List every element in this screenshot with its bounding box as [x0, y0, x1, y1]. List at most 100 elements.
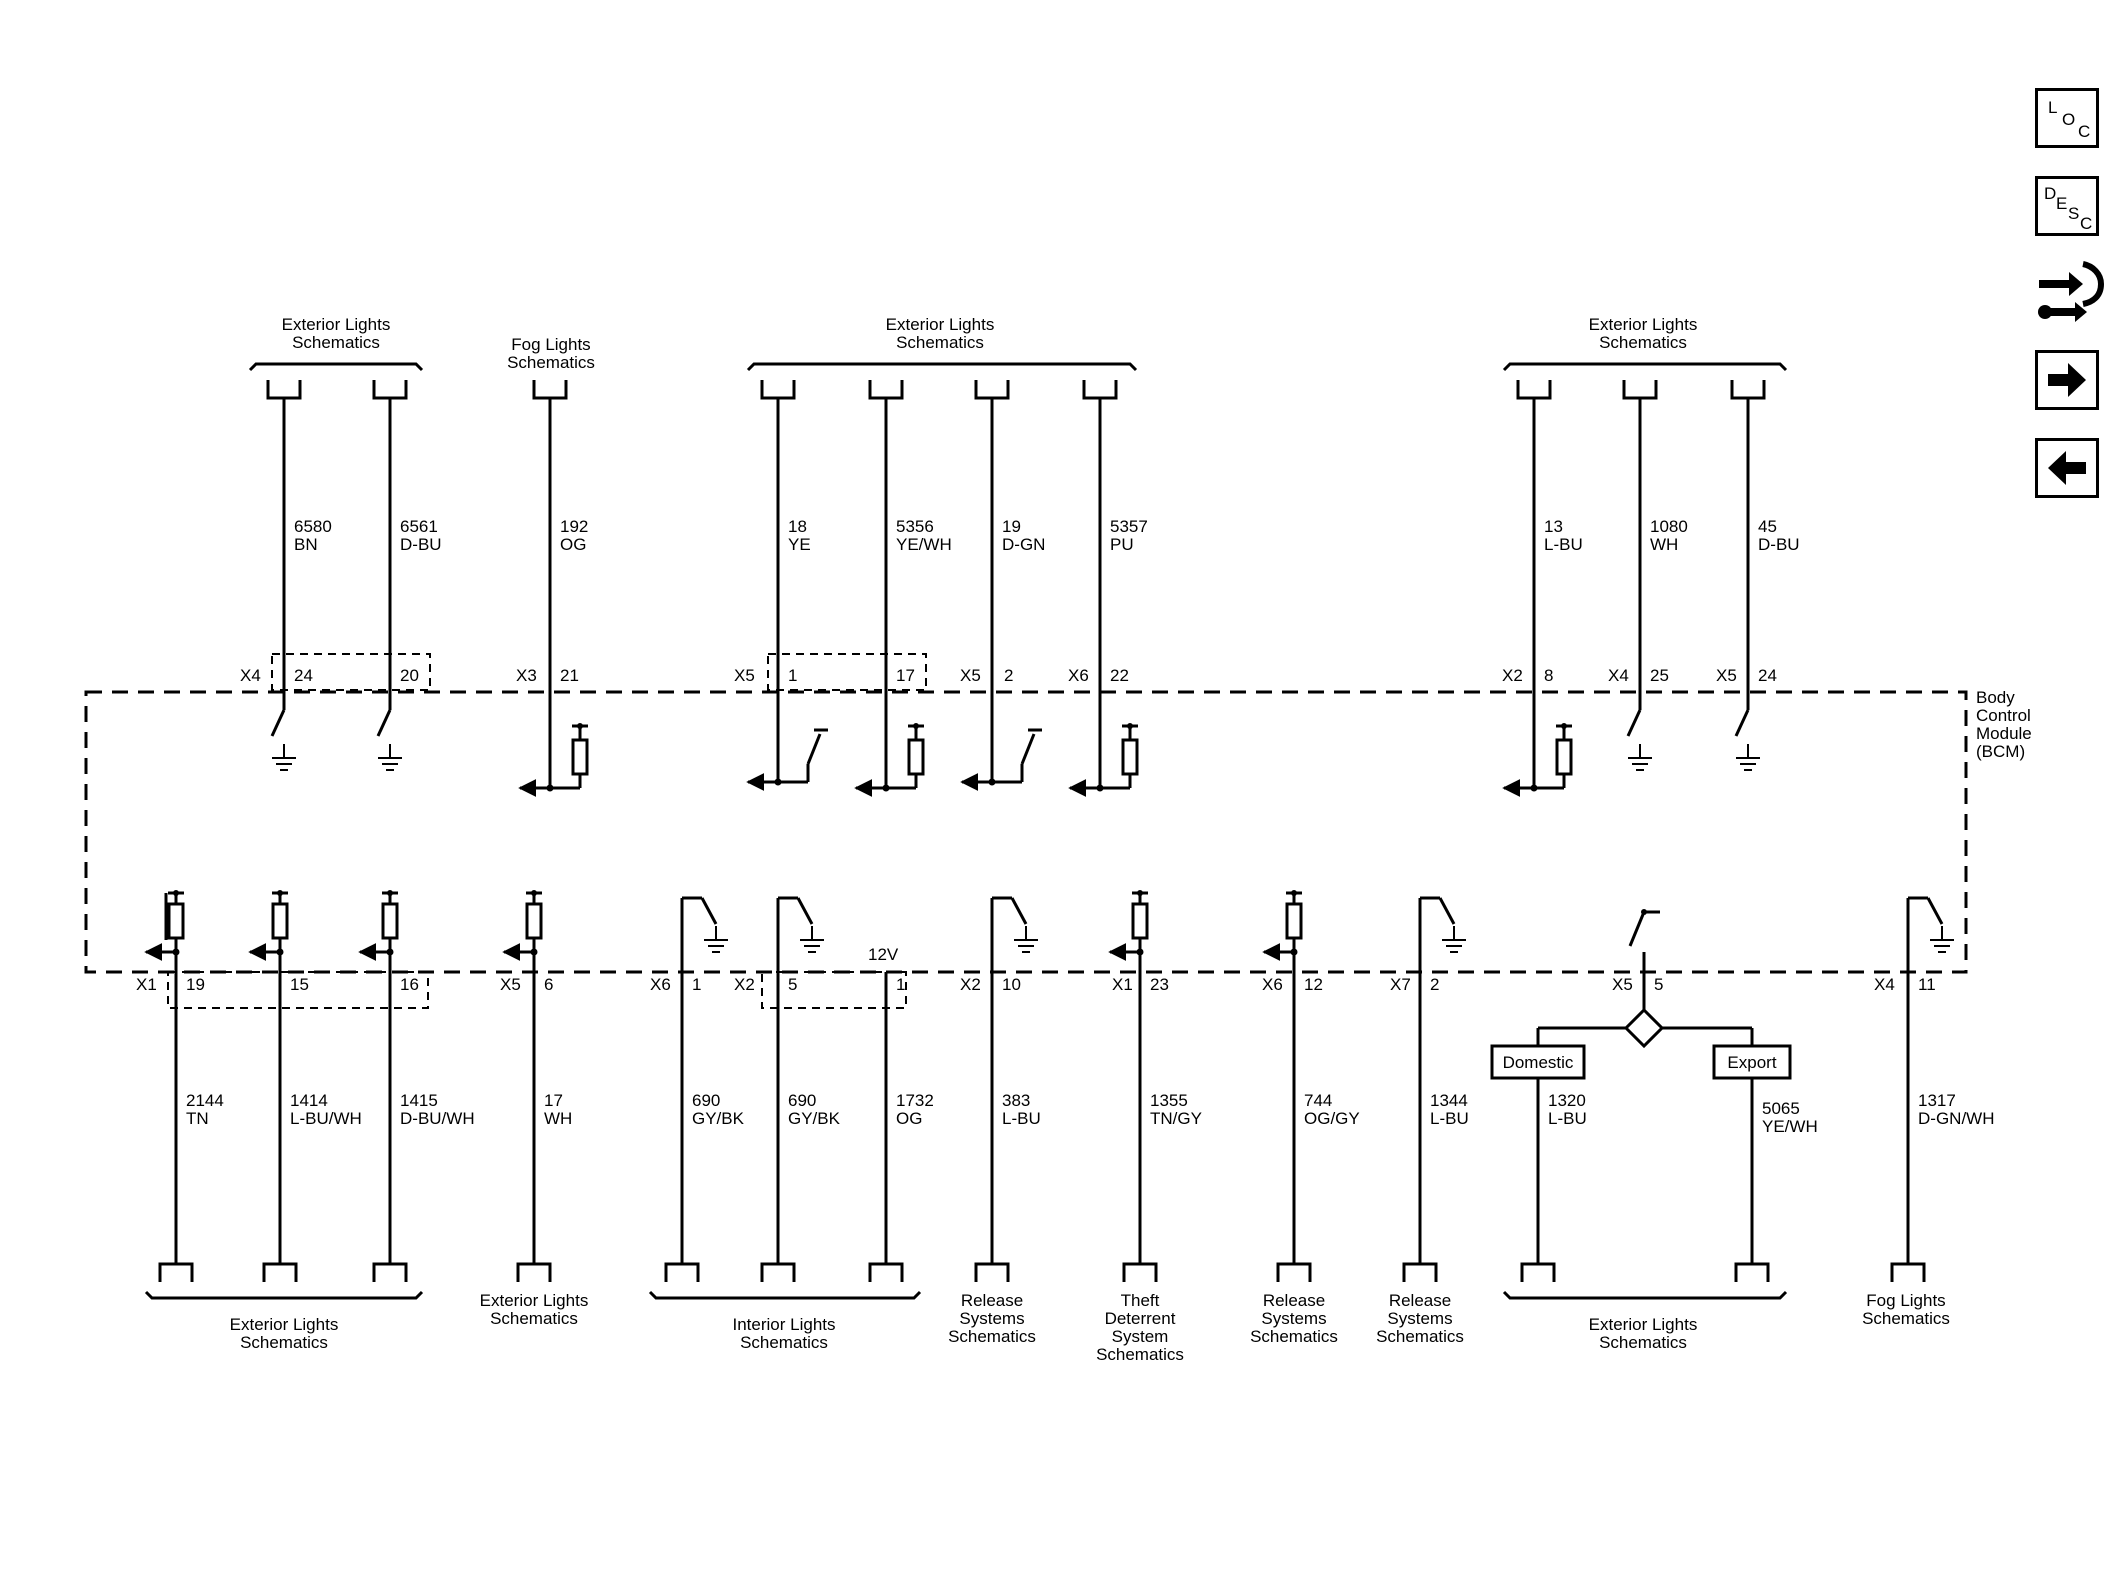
loc-button[interactable]: L O C — [2035, 88, 2099, 148]
pin-number: 5 — [788, 975, 797, 994]
connector-id: X5 — [734, 666, 755, 685]
group-label-line: Interior Lights — [733, 1315, 836, 1334]
group-label-line: Exterior Lights — [282, 315, 391, 334]
circuit-number: 17 — [544, 1091, 563, 1110]
group-label-line: Exterior Lights — [230, 1315, 339, 1334]
bottom-wire-1415: 16 1415 D-BU/WH — [358, 890, 475, 1282]
pin-number: 2 — [1430, 975, 1439, 994]
wire-color: YE/WH — [1762, 1117, 1818, 1136]
ground-symbol — [704, 926, 728, 953]
pin-number: 12 — [1304, 975, 1323, 994]
group-label-line: Systems — [959, 1309, 1024, 1328]
circuit-number: 6561 — [400, 517, 438, 536]
bottom-group-exterior-1: Exterior Lights Schematics — [144, 1290, 424, 1352]
ground-symbol — [378, 744, 402, 771]
group-label-line: Fog Lights — [511, 335, 590, 354]
wire-color: GY/BK — [788, 1109, 841, 1128]
top-wire-5356: 5356 YE/WH 17 — [854, 380, 952, 797]
top-wire-18: 18 YE X5 1 — [734, 380, 828, 791]
circuit-number: 1415 — [400, 1091, 438, 1110]
group-label-line: Schematics — [490, 1309, 578, 1328]
connector-group-x5 — [767, 653, 927, 691]
ground-symbol — [1014, 926, 1038, 953]
group-label-line: Exterior Lights — [480, 1291, 589, 1310]
circuit-number: 690 — [788, 1091, 816, 1110]
bottom-group-release-3: Release Systems Schematics — [1376, 1291, 1464, 1346]
circuit-number: 1355 — [1150, 1091, 1188, 1110]
pin-number: 1 — [896, 975, 905, 994]
arrow-right-icon — [2048, 363, 2086, 397]
pin-number: 8 — [1544, 666, 1553, 685]
option-diamond — [1623, 1007, 1665, 1049]
group-label-line: Release — [961, 1291, 1023, 1310]
connector-id: X4 — [1874, 975, 1895, 994]
pin-number: 24 — [294, 666, 313, 685]
wire-color: D-BU/WH — [400, 1109, 475, 1128]
circuit-number: 45 — [1758, 517, 1777, 536]
top-wire-45: 45 D-BU X5 24 — [1716, 380, 1800, 771]
pin-number: 17 — [896, 666, 915, 685]
next-button[interactable] — [2035, 350, 2099, 410]
pullup-resistor — [1555, 723, 1573, 788]
wire-color: YE — [788, 535, 811, 554]
bottom-group-theft: Theft Deterrent System Schematics — [1096, 1291, 1184, 1364]
group-label-line: Systems — [1387, 1309, 1452, 1328]
top-group-fog: Fog Lights Schematics — [507, 335, 595, 372]
bottom-wire-690-x2: X2 5 690 GY/BK — [734, 896, 841, 1282]
circuit-number: 192 — [560, 517, 588, 536]
pullup-resistor — [271, 890, 289, 940]
top-group-exterior-1: Exterior Lights Schematics — [248, 315, 424, 372]
circuit-number: 5356 — [896, 517, 934, 536]
top-wire-6561: 6561 D-BU 20 — [372, 380, 442, 771]
pin-number: 20 — [400, 666, 419, 685]
pin-number: 6 — [544, 975, 553, 994]
group-label-line: Schematics — [896, 333, 984, 352]
export-label: Export — [1727, 1053, 1776, 1072]
pin-number: 5 — [1654, 975, 1663, 994]
group-label-line: Exterior Lights — [1589, 315, 1698, 334]
connector-id: X4 — [240, 666, 261, 685]
pullup-resistor — [571, 723, 589, 788]
bcm-label-line: Module — [1976, 724, 2032, 743]
connector-view-button[interactable] — [2035, 256, 2107, 332]
group-label-line: Schematics — [1376, 1327, 1464, 1346]
top-wire-19: 19 D-GN X5 2 — [960, 380, 1045, 791]
arrow-left-icon — [2048, 451, 2086, 485]
pullup-resistor — [164, 890, 185, 1264]
domestic-label: Domestic — [1503, 1053, 1574, 1072]
pin-number: 16 — [400, 975, 419, 994]
bottom-wire-1355: X1 23 1355 TN/GY — [1108, 890, 1202, 1282]
group-label-line: System — [1112, 1327, 1169, 1346]
ground-symbol — [272, 744, 296, 771]
pin-number: 15 — [290, 975, 309, 994]
circuit-number: 1732 — [896, 1091, 934, 1110]
group-label-line: Schematics — [1250, 1327, 1338, 1346]
desc-button[interactable]: D E S C — [2035, 176, 2099, 236]
group-label-line: Exterior Lights — [886, 315, 995, 334]
connector-id: X5 — [1716, 666, 1737, 685]
group-label-line: Release — [1389, 1291, 1451, 1310]
previous-button[interactable] — [2035, 438, 2099, 498]
group-label-line: Schematics — [1599, 333, 1687, 352]
bottom-wire-2144: X1 19 2144 TN — [136, 890, 224, 1282]
circuit-number: 1344 — [1430, 1091, 1468, 1110]
bottom-group-exterior-2: Exterior Lights Schematics — [480, 1291, 589, 1328]
bottom-wire-17: X5 6 17 WH — [500, 890, 572, 1282]
top-group-exterior-3: Exterior Lights Schematics — [1502, 315, 1788, 372]
group-label-line: Deterrent — [1105, 1309, 1176, 1328]
pin-number: 1 — [788, 666, 797, 685]
connector-id: X5 — [500, 975, 521, 994]
desc-letter: S — [2068, 204, 2080, 223]
ground-symbol — [1736, 744, 1760, 771]
circuit-number: 744 — [1304, 1091, 1332, 1110]
top-wire-6580: 6580 BN X4 24 — [240, 380, 332, 771]
wire-color: BN — [294, 535, 318, 554]
group-label-line: Schematics — [948, 1327, 1036, 1346]
top-wire-13: 13 L-BU X2 8 — [1502, 380, 1583, 797]
pullup-resistor — [1131, 890, 1149, 940]
connector-id: X3 — [516, 666, 537, 685]
connector-id: X2 — [734, 975, 755, 994]
group-label-line: Fog Lights — [1866, 1291, 1945, 1310]
wire-color: L-BU/WH — [290, 1109, 362, 1128]
